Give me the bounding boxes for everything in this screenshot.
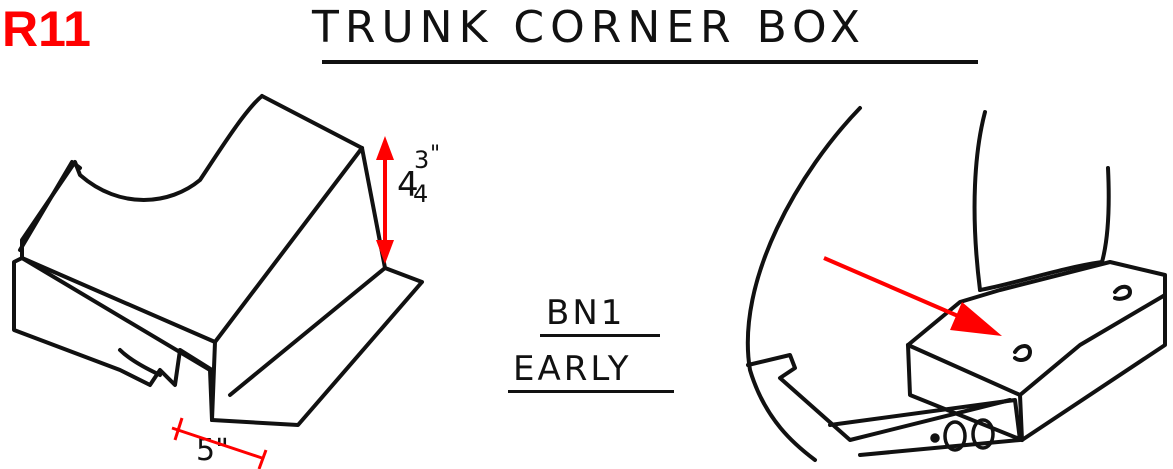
- part-code-label: R11: [2, 1, 91, 57]
- model-label: BN1: [546, 293, 626, 333]
- height-whole: 4: [397, 165, 419, 205]
- height-denominator: 4: [413, 180, 429, 208]
- title-underline: [322, 60, 978, 64]
- height-inch-mark: ": [430, 142, 441, 167]
- installed-view-drawing: [745, 106, 1167, 462]
- height-numerator: 3: [414, 146, 430, 174]
- diagram-title: TRUNK CORNER BOX: [312, 2, 866, 53]
- model-variant-label: EARLY: [513, 349, 632, 389]
- dimension-arrows: [171, 136, 1002, 469]
- box-part-drawing: [12, 94, 424, 427]
- model-variant-underline: [508, 390, 674, 393]
- model-label-underline: [540, 334, 660, 337]
